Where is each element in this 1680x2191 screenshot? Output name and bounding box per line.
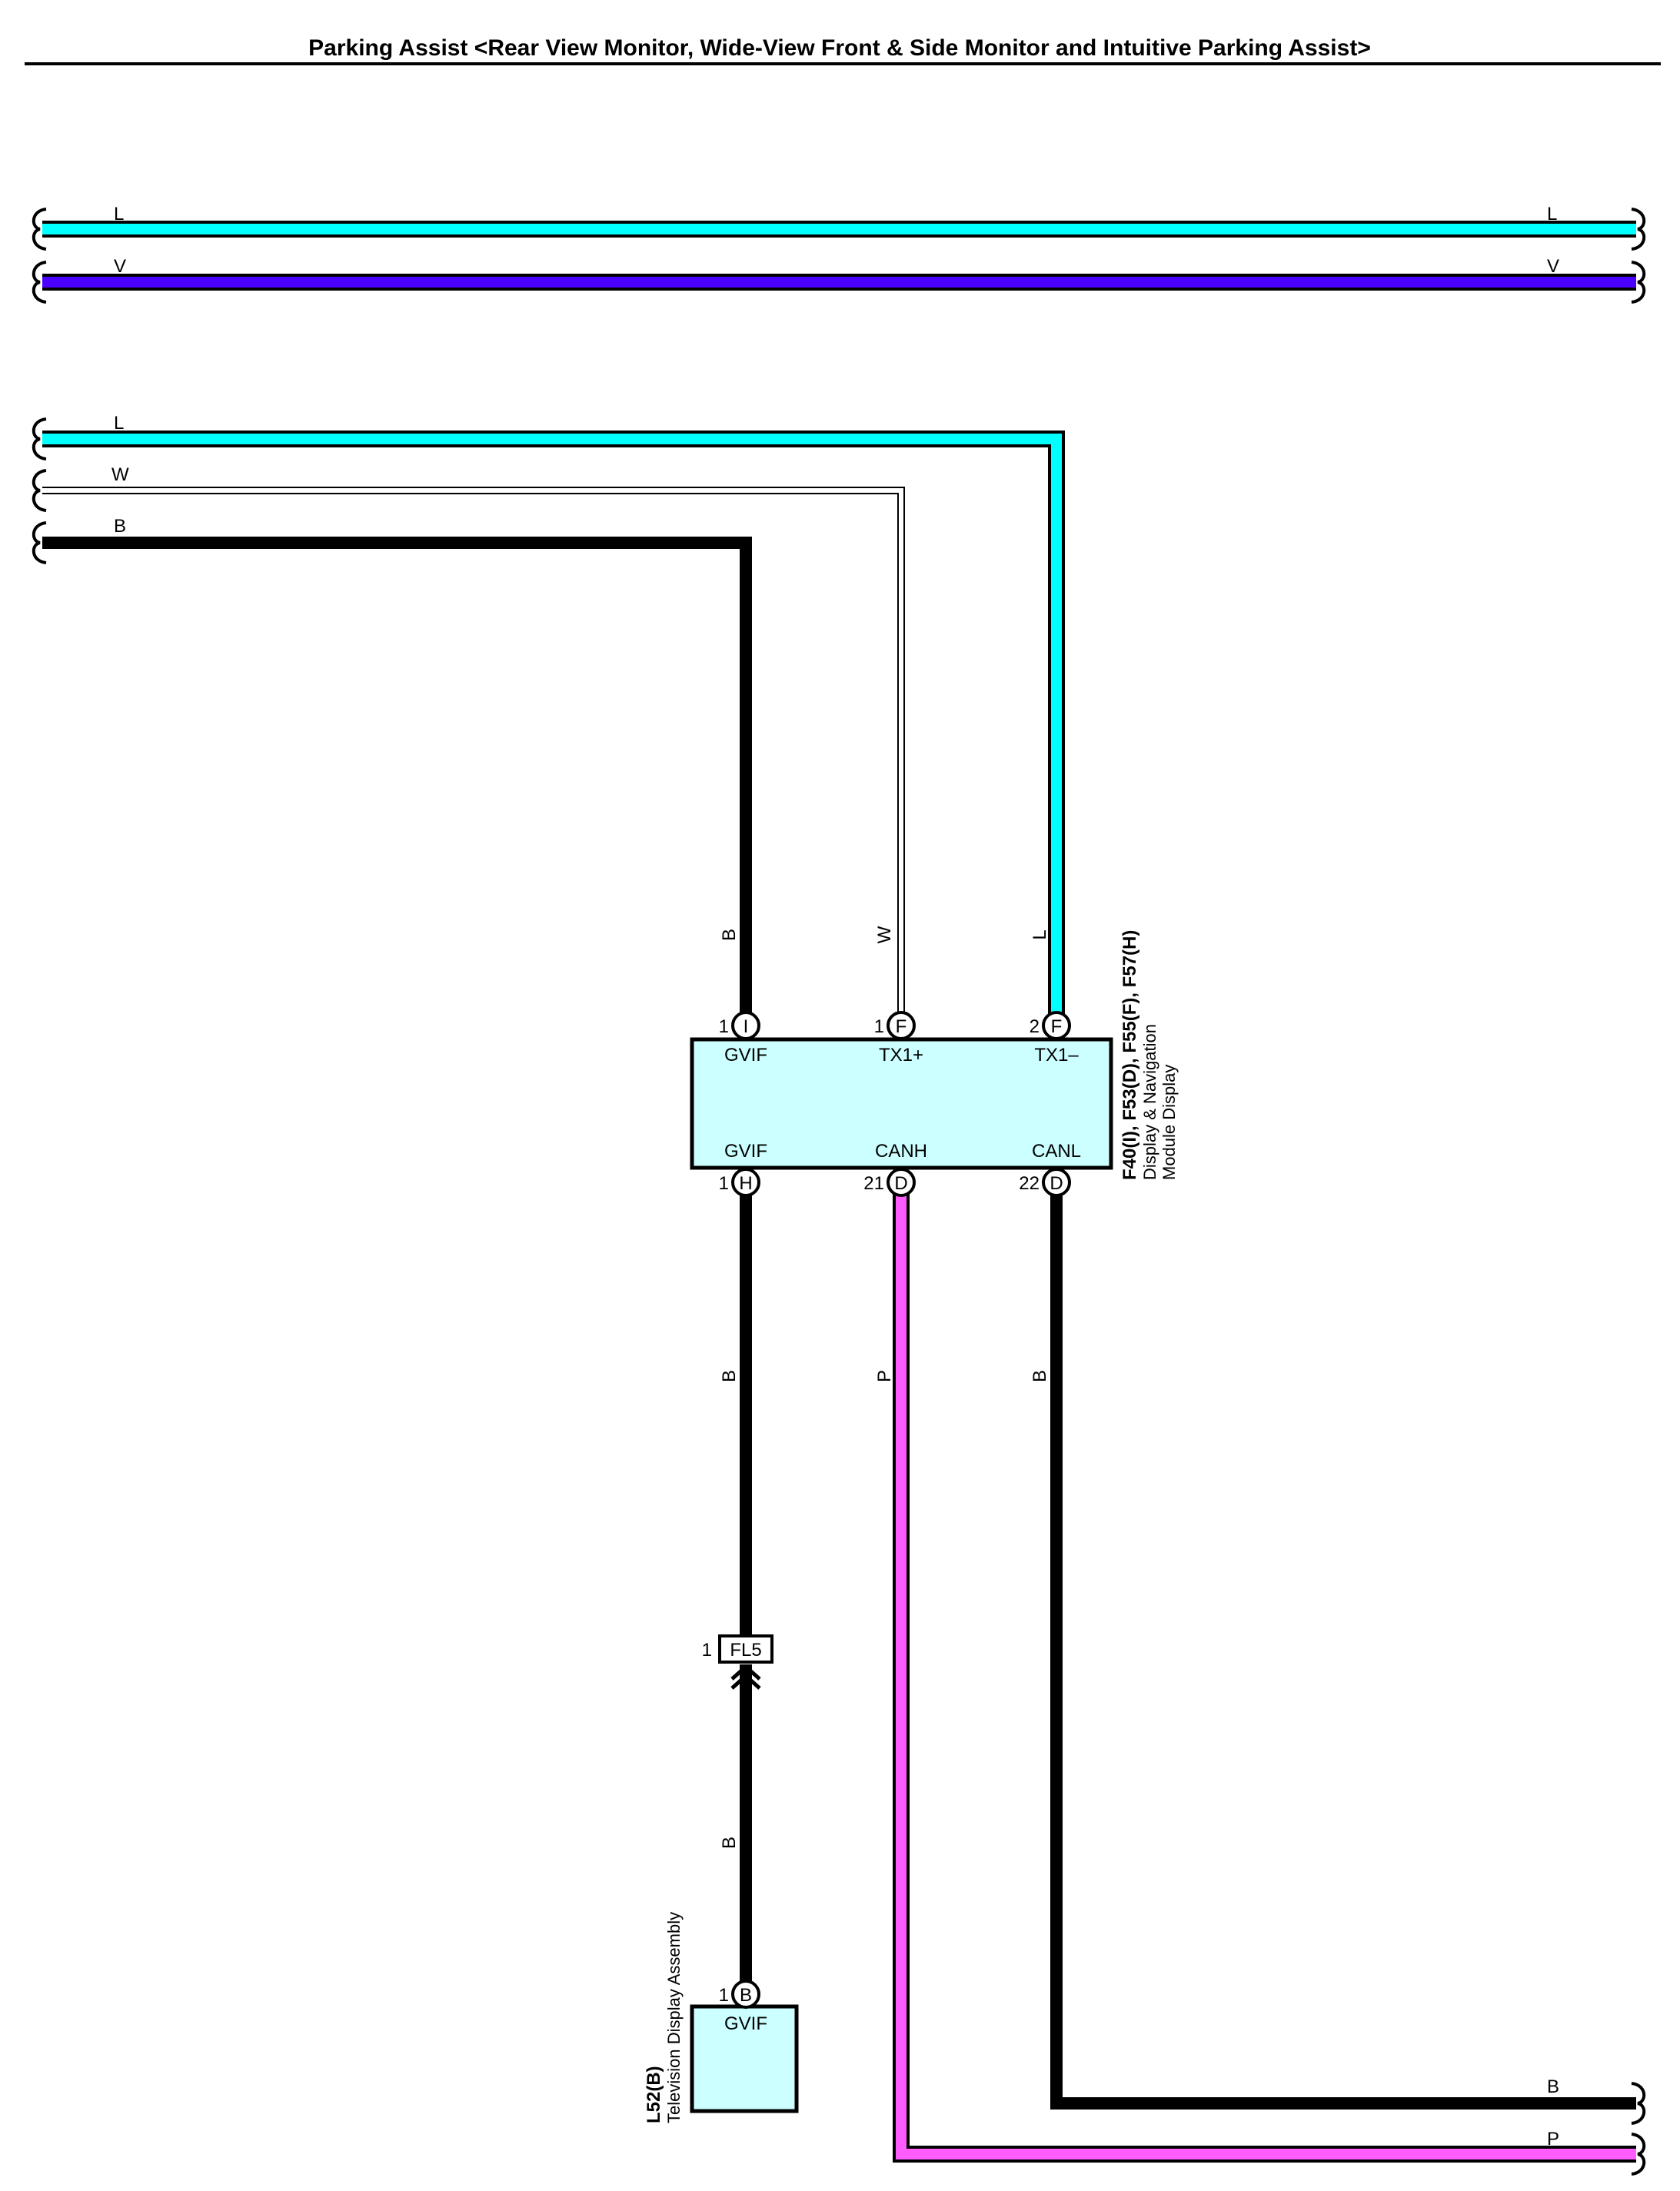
wire-label-tx1-minus-left: L bbox=[114, 413, 124, 434]
wire-break-top-v-right bbox=[1631, 261, 1646, 304]
wire-label-gvif-in-left: B bbox=[114, 516, 126, 537]
pin-canl: D 22 bbox=[1019, 1168, 1071, 1197]
terminal-canl: CANL bbox=[1032, 1141, 1081, 1162]
wire-break-canl-right bbox=[1631, 2082, 1646, 2125]
wire-label-gvif-out-lower: B bbox=[719, 1837, 740, 1849]
terminal-gvif-in: GVIF bbox=[724, 1045, 767, 1066]
terminal-gvif-out: GVIF bbox=[724, 1141, 767, 1162]
junction-fl5-chevron-icon bbox=[730, 1664, 761, 1690]
pin-gvif-in: I 1 bbox=[719, 1011, 760, 1040]
display-module-name-line1: Display & Navigation bbox=[1140, 1024, 1159, 1180]
pin-tx1-minus-connector: F bbox=[1051, 1016, 1063, 1037]
terminal-tv-gvif: GVIF bbox=[724, 2013, 767, 2034]
wire-break-top-l-left bbox=[32, 208, 47, 251]
wire-label-canl-right: B bbox=[1547, 2076, 1559, 2097]
wire-label-top-l-right: L bbox=[1547, 204, 1557, 224]
wire-canh-p bbox=[893, 1182, 1636, 2163]
wire-canl-b bbox=[1050, 1182, 1636, 2110]
wire-break-tx1-minus-left bbox=[32, 417, 47, 460]
pin-gvif-in-number: 1 bbox=[719, 1016, 729, 1037]
terminal-tx1-plus: TX1+ bbox=[879, 1045, 923, 1066]
pin-gvif-out: H 1 bbox=[719, 1168, 760, 1197]
pin-tx1-plus-number: 1 bbox=[874, 1016, 884, 1037]
wire-gvif-in-b bbox=[42, 537, 752, 1015]
wire-label-top-v-left: V bbox=[114, 256, 126, 277]
wire-break-canh-right bbox=[1631, 2133, 1646, 2176]
pin-canh-number: 21 bbox=[863, 1173, 884, 1194]
wire-label-canh-vertical: P bbox=[874, 1370, 895, 1382]
wire-label-top-l-left: L bbox=[114, 204, 124, 224]
tv-display-name: Television Display Assembly bbox=[664, 1912, 684, 2123]
tv-display-code: L52(B) bbox=[644, 2066, 664, 2123]
wire-label-top-v-right: V bbox=[1547, 256, 1559, 277]
wire-label-tx1-plus-vertical: W bbox=[874, 926, 895, 943]
wire-label-tx1-plus-left: W bbox=[111, 464, 129, 485]
pin-canh: D 21 bbox=[863, 1168, 916, 1197]
terminal-tx1-minus: TX1– bbox=[1034, 1045, 1079, 1066]
pin-tx1-plus-connector: F bbox=[896, 1016, 907, 1037]
junction-fl5-number: 1 bbox=[702, 1640, 712, 1661]
junction-fl5-label: FL5 bbox=[730, 1640, 761, 1661]
pin-gvif-out-number: 1 bbox=[719, 1173, 729, 1194]
pin-tx1-minus-number: 2 bbox=[1030, 1016, 1040, 1037]
wire-label-gvif-in-vertical: B bbox=[719, 929, 740, 941]
pin-tx1-minus: F 2 bbox=[1030, 1011, 1071, 1040]
pin-tv-gvif: B 1 bbox=[719, 1980, 760, 2009]
pin-tx1-plus: F 1 bbox=[874, 1011, 916, 1040]
page-title: Parking Assist <Rear View Monitor, Wide-… bbox=[308, 35, 1371, 61]
wire-break-top-v-left bbox=[32, 261, 47, 304]
pin-gvif-out-connector: H bbox=[739, 1173, 752, 1194]
pin-canh-connector: D bbox=[894, 1173, 907, 1194]
pin-gvif-in-connector: I bbox=[744, 1016, 749, 1037]
pin-tv-gvif-connector: B bbox=[740, 1985, 752, 2006]
pin-tv-gvif-number: 1 bbox=[719, 1985, 729, 2006]
display-module-name-line2: Module Display bbox=[1159, 1065, 1179, 1180]
wire-break-gvif-in-left bbox=[32, 521, 47, 564]
display-module-code: F40(I), F53(D), F55(F), F57(H) bbox=[1119, 930, 1140, 1180]
wire-tx1-plus-w bbox=[42, 487, 905, 1015]
wire-label-canl-vertical: B bbox=[1030, 1370, 1050, 1382]
junction-fl5-box bbox=[718, 1634, 773, 1664]
pin-canl-number: 22 bbox=[1019, 1173, 1040, 1194]
terminal-canh: CANH bbox=[875, 1141, 927, 1162]
wire-break-top-l-right bbox=[1631, 208, 1646, 251]
wire-tx1-minus-l bbox=[42, 431, 1065, 1015]
wire-label-canh-right: P bbox=[1547, 2129, 1559, 2149]
wire-label-gvif-out-upper: B bbox=[719, 1370, 740, 1382]
pin-canl-connector: D bbox=[1050, 1173, 1063, 1194]
wire-label-tx1-minus-vertical: L bbox=[1030, 929, 1050, 939]
wire-break-tx1-plus-left bbox=[32, 469, 47, 512]
